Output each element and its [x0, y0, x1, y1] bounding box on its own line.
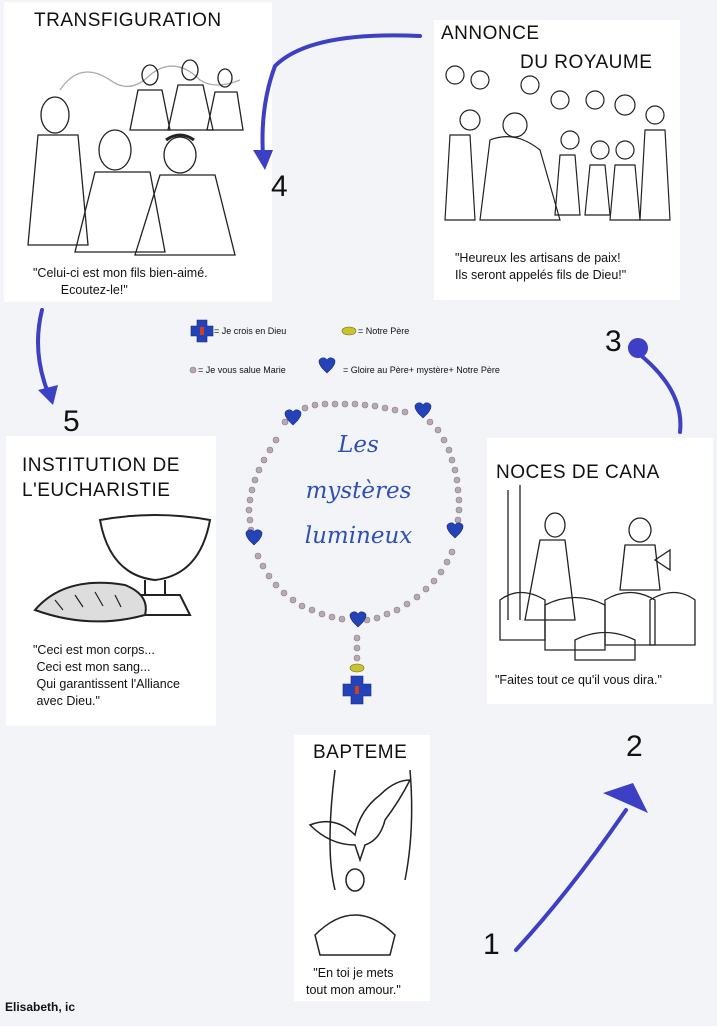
arrow-1-to-2 [514, 808, 628, 952]
noces-title: NOCES DE CANA [496, 462, 660, 483]
transfiguration-title: TRANSFIGURATION [34, 10, 222, 31]
step-number-1: 1 [483, 928, 500, 961]
annonce-panel [434, 20, 680, 300]
institution-panel [6, 436, 216, 726]
legend-cross: = Je crois en Dieu [214, 326, 286, 336]
annonce-quote: "Heureux les artisans de paix! Ils seron… [455, 251, 627, 282]
step-number-3: 3 [605, 325, 622, 358]
institution-title-line2: L'EUCHARISTIE [22, 480, 171, 501]
annonce-illustration [444, 65, 671, 221]
cana-illustration [499, 485, 696, 661]
legend-oval-label: = Notre Père [358, 326, 410, 336]
legend-cross-label: = Je crois en Dieu [214, 326, 287, 336]
institution-quote: "Ceci est mon corps... Ceci est mon sang… [33, 643, 180, 708]
arrow-2-to-3 [628, 345, 683, 434]
step-number-2: 2 [626, 730, 643, 763]
noces-quote: "Faites tout ce qu'il vous dira." [495, 673, 662, 687]
rosary [189, 319, 464, 705]
legend-bead-label: = Je vous salue Marie [198, 365, 286, 375]
center-title-line2: mystères [305, 478, 412, 504]
eucharist-illustration [33, 514, 212, 623]
legend-heart: = Gloire au Père+ mystère+ Notre Père [343, 365, 500, 375]
baptism-illustration [308, 769, 413, 956]
step-number-5: 5 [63, 405, 80, 438]
legend-oval: = Notre Père [358, 326, 409, 336]
transfiguration-quote: "Celui-ci est mon fils bien-aimé. Ecoute… [33, 266, 208, 297]
author-credit: Elisabeth, ic [5, 1000, 76, 1014]
arrow-heads [38, 150, 648, 813]
legend-bead: = Je vous salue Marie [198, 365, 286, 375]
bapteme-quote: "En toi je mets tout mon amour." [306, 966, 401, 997]
center-title-line1: Les [338, 432, 379, 458]
transfiguration-illustration [27, 59, 244, 256]
institution-title-line1: INSTITUTION DE [22, 455, 180, 476]
arrow-3-to-4 [260, 33, 422, 158]
legend-heart-label: = Gloire au Père+ mystère+ Notre Père [343, 365, 500, 375]
center-title-line3: lumineux [304, 523, 413, 549]
annonce-title-line1: ANNONCE [441, 23, 540, 44]
bapteme-title: BAPTEME [313, 742, 408, 763]
annonce-title-line2: DU ROYAUME [520, 52, 653, 73]
step-number-4: 4 [271, 170, 288, 203]
arrow-4-to-5 [36, 308, 49, 392]
